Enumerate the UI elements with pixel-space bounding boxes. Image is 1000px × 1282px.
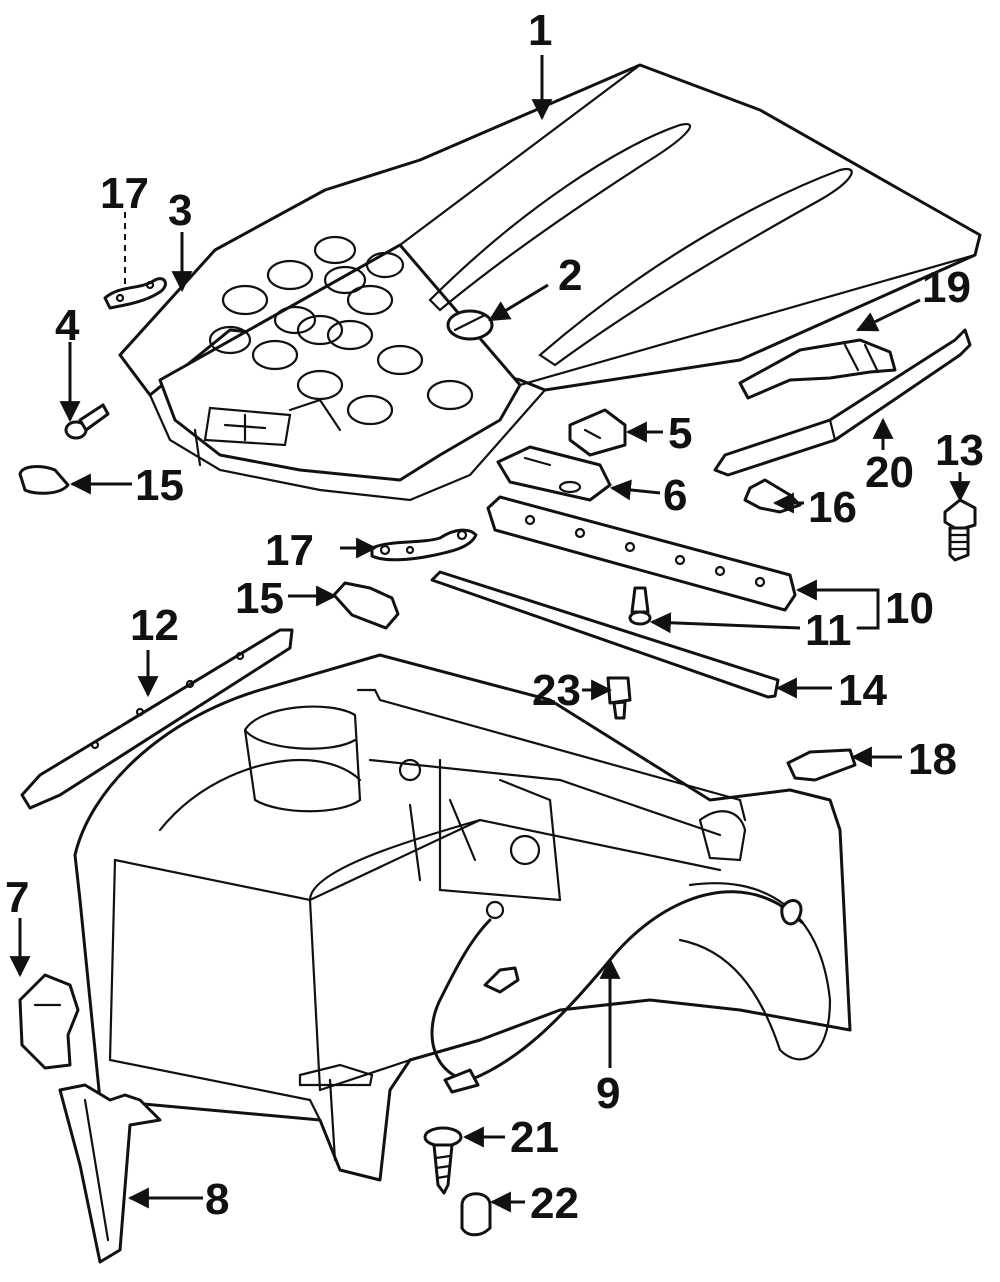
- callout-5: 5: [668, 409, 692, 458]
- callout-6: 6: [663, 471, 687, 520]
- callout-17-lower: 17: [265, 526, 314, 575]
- hood-bolt: [64, 403, 110, 440]
- leader-lines: [9, 55, 971, 1213]
- side-bracket: [18, 973, 80, 1070]
- callout-13: 13: [935, 426, 984, 475]
- callout-23: 23: [532, 666, 581, 715]
- callout-14: 14: [838, 666, 887, 715]
- callout-12: 12: [130, 601, 179, 650]
- push-fastener: [943, 498, 977, 562]
- prop-rod-clip: [743, 478, 802, 514]
- front-brace: [58, 1083, 162, 1264]
- fender-screw: [423, 1126, 463, 1195]
- callout-21: 21: [510, 1113, 559, 1162]
- hood-hinge: [738, 338, 897, 400]
- upper-hinge-bracket: [103, 277, 167, 310]
- callout-17-upper: 17: [100, 169, 149, 218]
- hood-stud: [606, 676, 632, 720]
- callout-22: 22: [530, 1179, 579, 1228]
- fender-seal-strip: [20, 628, 294, 810]
- callout-11: 11: [805, 606, 852, 655]
- callout-labels: 1 2 3 4 5 6 7 8 9 10 11 12 13 14 15 15 1…: [5, 6, 984, 1228]
- hood-support-assembly: [486, 495, 797, 612]
- callout-7: 7: [5, 873, 29, 922]
- seal-retainer: [786, 748, 857, 782]
- hood-inner-panel-holes: [208, 235, 474, 426]
- front-end-structure: [73, 653, 852, 1182]
- callout-18: 18: [908, 735, 957, 784]
- callout-15-lower: 15: [235, 574, 284, 623]
- hood-latch-striker: [568, 408, 627, 457]
- callout-2: 2: [558, 251, 582, 300]
- lower-hood-bumper: [332, 581, 400, 630]
- callout-8: 8: [205, 1175, 229, 1224]
- hood-panel: [118, 63, 982, 502]
- callout-10: 10: [885, 584, 934, 633]
- callout-19: 19: [922, 263, 971, 312]
- callout-15-upper: 15: [135, 461, 184, 510]
- fender-nut: [460, 1192, 492, 1237]
- hood-release-cable: [430, 890, 804, 1094]
- hood-prop-rod: [713, 328, 972, 477]
- callout-1: 1: [528, 6, 552, 55]
- callout-9: 9: [596, 1069, 620, 1118]
- hood-emblem: [446, 309, 494, 341]
- callout-20: 20: [865, 448, 914, 497]
- support-screw: [628, 586, 652, 626]
- callout-16: 16: [808, 483, 857, 532]
- upper-hood-bumper: [18, 465, 70, 495]
- lower-hinge-bracket: [370, 528, 478, 562]
- callout-4: 4: [55, 301, 80, 350]
- callout-3: 3: [168, 186, 192, 235]
